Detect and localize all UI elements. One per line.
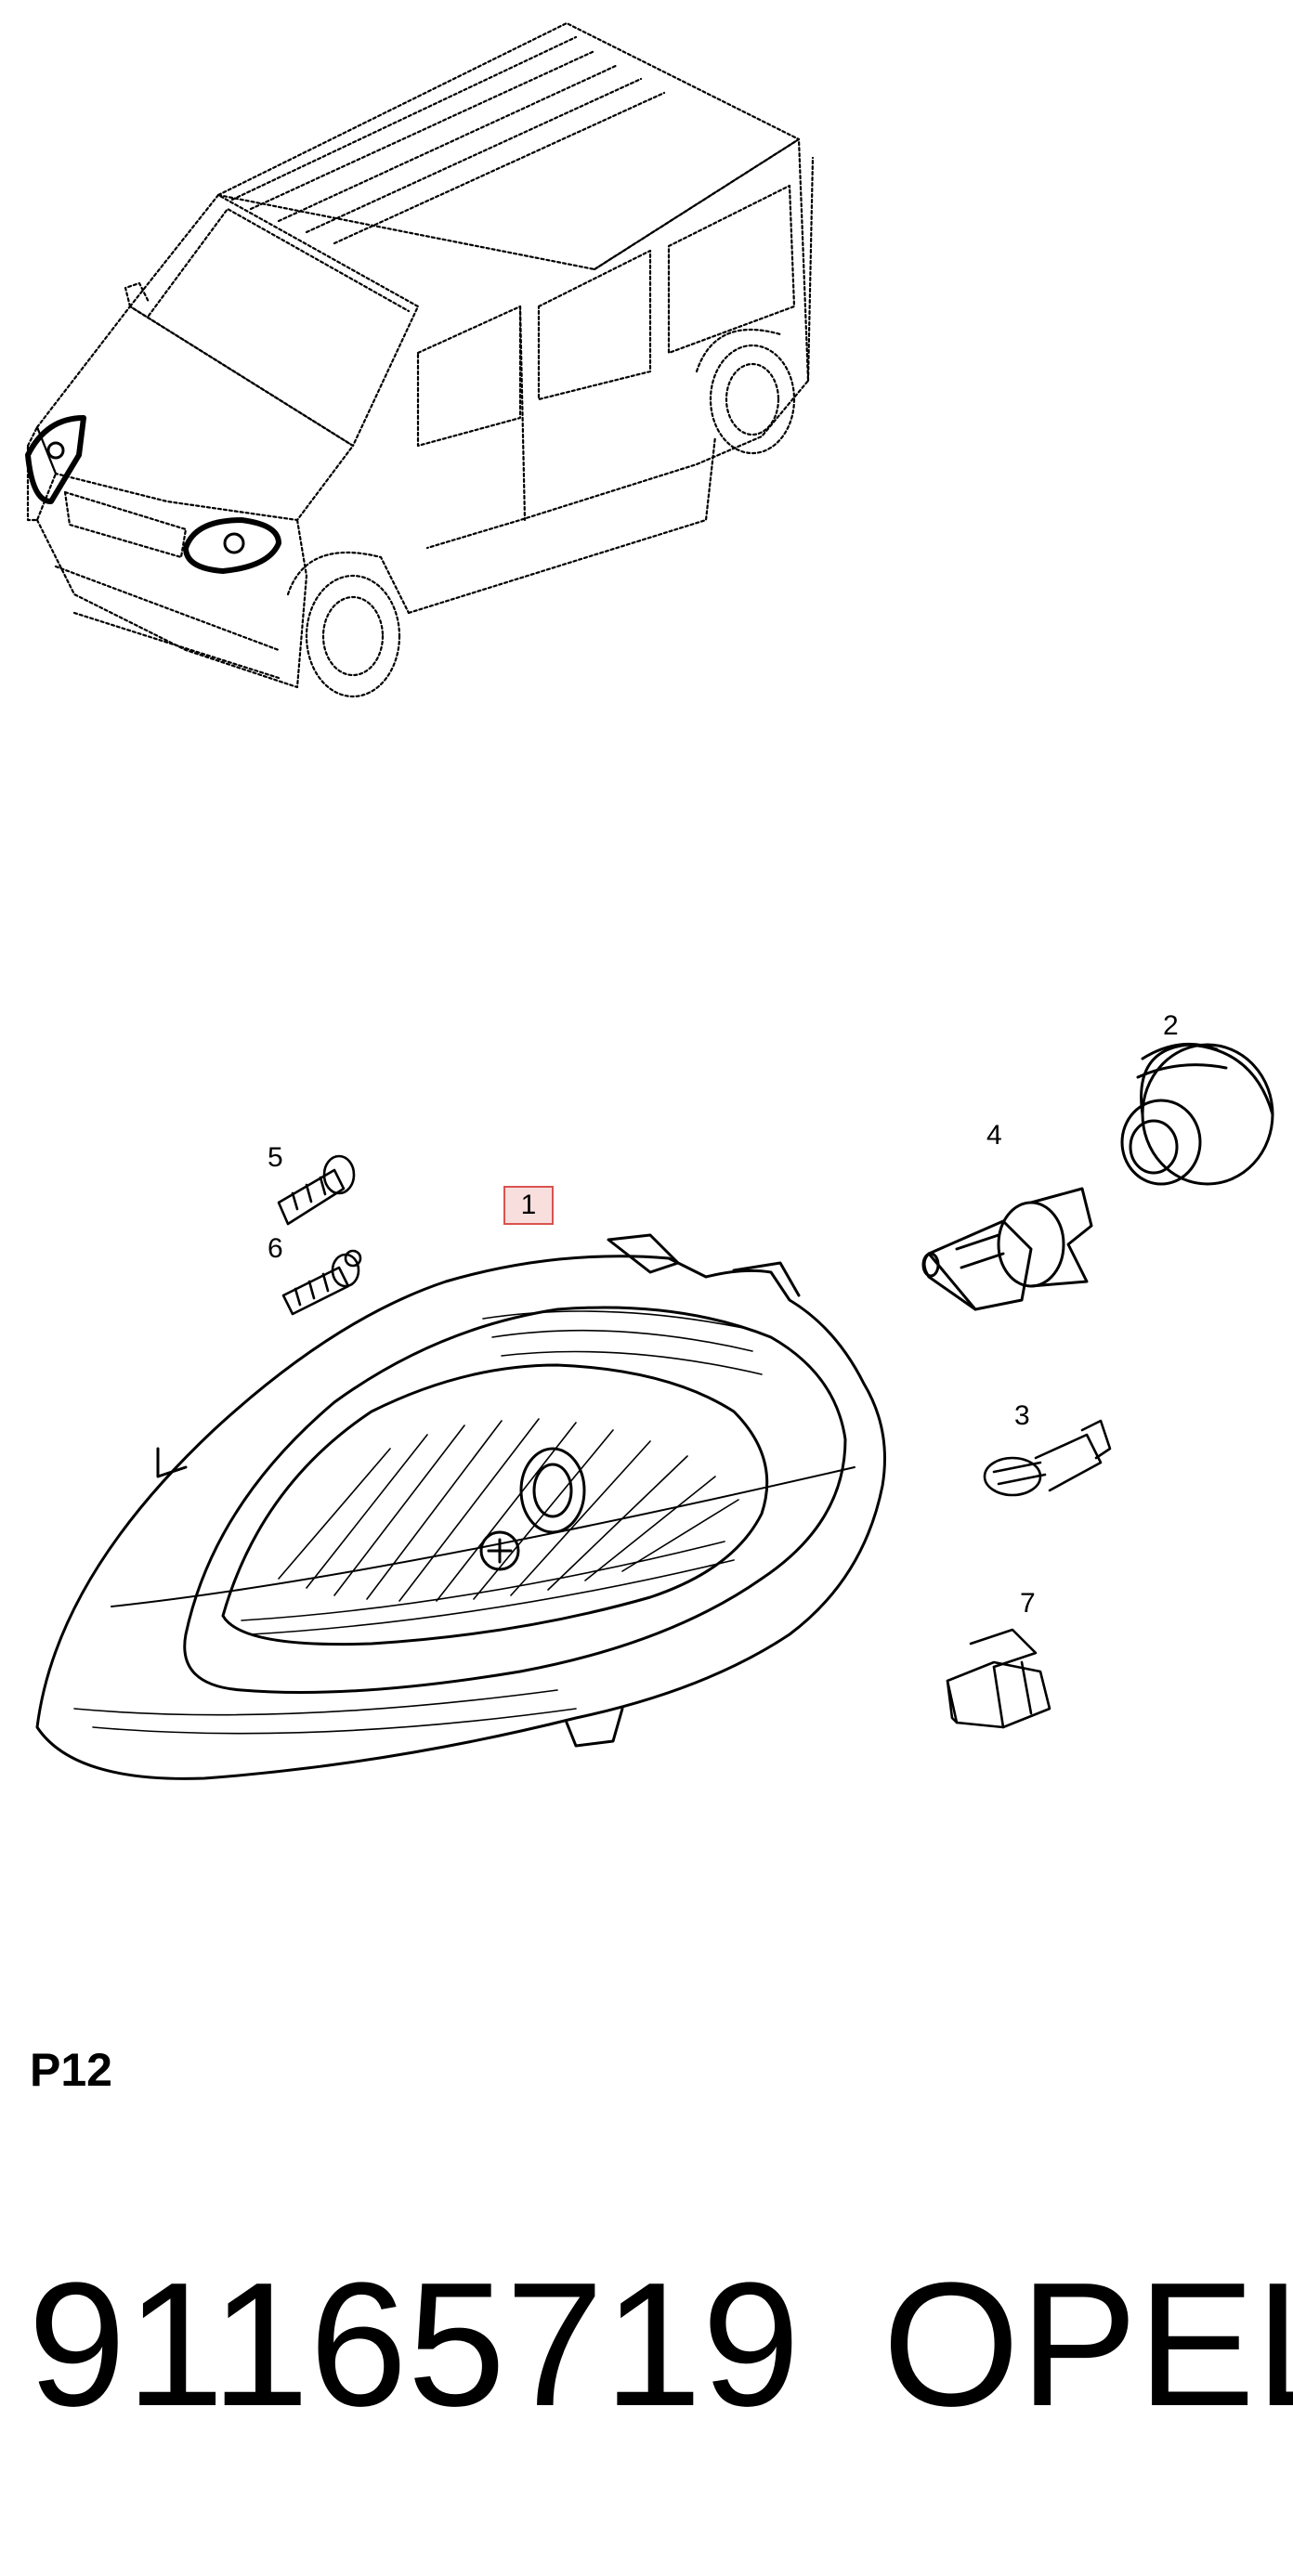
- callout-7[interactable]: 7: [1020, 1588, 1036, 1619]
- van-headlamp-highlight: [25, 415, 281, 574]
- callout-1[interactable]: 1: [503, 1186, 554, 1225]
- part-4-bulb: [921, 1187, 1093, 1311]
- brand-name: OPEL: [882, 2246, 1293, 2443]
- headlamp-assembly: [35, 1233, 886, 1780]
- callout-5[interactable]: 5: [268, 1142, 283, 1173]
- part-5-screw: [277, 1154, 356, 1226]
- callout-3[interactable]: 3: [1014, 1400, 1030, 1431]
- part-7-connector: [946, 1628, 1051, 1729]
- van-illustration: [26, 21, 815, 698]
- section-code: P12: [30, 2044, 112, 2096]
- callout-2[interactable]: 2: [1163, 1010, 1179, 1041]
- part-2-rubber-cap: [1120, 1042, 1274, 1186]
- part-6-bolt: [281, 1249, 362, 1316]
- callout-4[interactable]: 4: [986, 1120, 1002, 1151]
- part-3-small-bulb: [983, 1419, 1112, 1497]
- callout-6[interactable]: 6: [268, 1233, 283, 1264]
- part-number: 91165719: [28, 2246, 801, 2443]
